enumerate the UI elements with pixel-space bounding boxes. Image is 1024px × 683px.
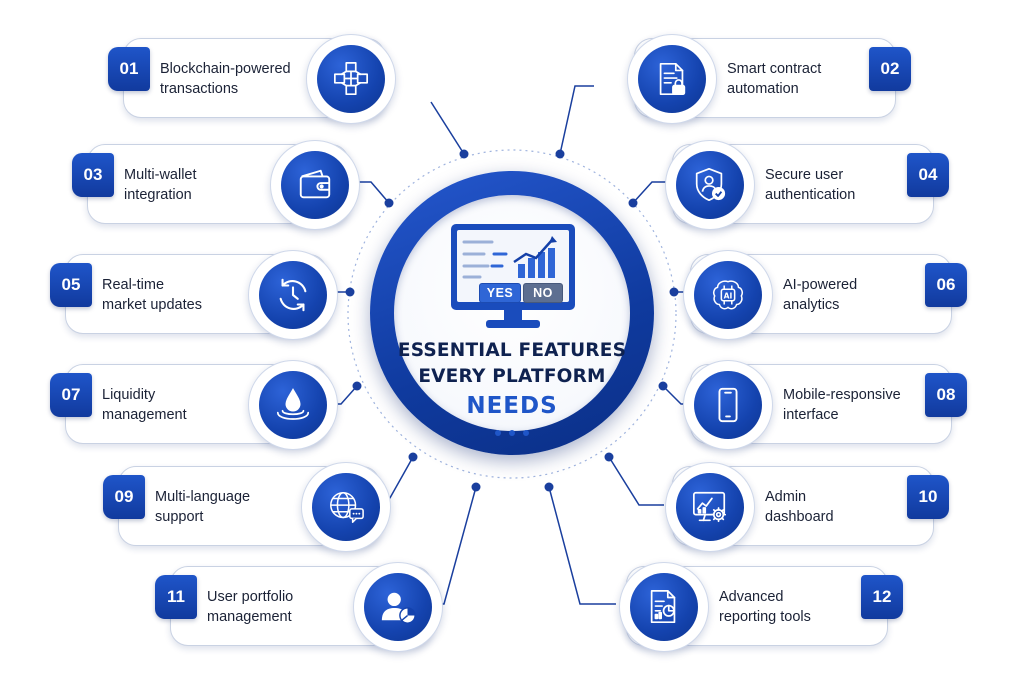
feature-icon-circle xyxy=(270,140,360,230)
connector-dot-07 xyxy=(352,381,362,391)
feature-number: 12 xyxy=(861,575,903,619)
connector-dot-06 xyxy=(669,287,679,297)
feature-icon-circle xyxy=(627,34,717,124)
feature-number: 10 xyxy=(907,475,949,519)
feature-icon-circle xyxy=(665,140,755,230)
decorative-dot xyxy=(495,430,501,436)
no-button[interactable]: NO xyxy=(523,283,563,303)
decorative-dot xyxy=(509,430,515,436)
connector-dot-02 xyxy=(555,149,565,159)
connector-dot-03 xyxy=(384,198,394,208)
monitor-icon xyxy=(451,224,575,328)
feature-icon-circle xyxy=(665,462,755,552)
feature-icon-circle xyxy=(248,250,338,340)
feature-number: 01 xyxy=(108,47,150,91)
droplet-icon xyxy=(259,371,327,439)
connector-02 xyxy=(559,85,594,155)
connector-dot-01 xyxy=(459,149,469,159)
feature-icon-circle xyxy=(353,562,443,652)
connector-dot-12 xyxy=(544,482,554,492)
feature-number: 03 xyxy=(72,153,114,197)
hub-title-line-3: NEEDS xyxy=(466,393,558,419)
feature-number: 02 xyxy=(869,47,911,91)
globe-chat-icon xyxy=(312,473,380,541)
feature-number: 06 xyxy=(925,263,967,307)
feature-number: 07 xyxy=(50,373,92,417)
blockchain-icon xyxy=(317,45,385,113)
report-document-icon xyxy=(630,573,698,641)
user-chart-icon xyxy=(364,573,432,641)
dotted-orbit xyxy=(347,149,677,479)
feature-number: 08 xyxy=(925,373,967,417)
connector-10 xyxy=(608,456,664,506)
feature-number: 11 xyxy=(155,575,197,619)
feature-icon-circle: AI xyxy=(683,250,773,340)
ai-brain-icon: AI xyxy=(694,261,762,329)
mobile-phone-icon xyxy=(694,371,762,439)
connector-dot-05 xyxy=(345,287,355,297)
connector-dot-08 xyxy=(658,381,668,391)
connector-dot-10 xyxy=(604,452,614,462)
clock-refresh-icon xyxy=(259,261,327,329)
feature-icon-circle xyxy=(683,360,773,450)
hub-title-line-1: ESSENTIAL FEATURES xyxy=(397,340,627,361)
feature-icon-circle xyxy=(619,562,709,652)
feature-icon-circle xyxy=(306,34,396,124)
dashboard-gear-icon xyxy=(676,473,744,541)
connector-12 xyxy=(548,486,616,605)
contract-lock-icon xyxy=(638,45,706,113)
svg-text:AI: AI xyxy=(724,291,733,300)
feature-number: 05 xyxy=(50,263,92,307)
feature-number: 04 xyxy=(907,153,949,197)
yes-button[interactable]: YES xyxy=(479,283,521,303)
connector-dot-04 xyxy=(628,198,638,208)
connector-dot-09 xyxy=(408,452,418,462)
shield-user-icon xyxy=(676,151,744,219)
decorative-dot xyxy=(523,430,529,436)
feature-number: 09 xyxy=(103,475,145,519)
feature-icon-circle xyxy=(301,462,391,552)
connector-dot-11 xyxy=(471,482,481,492)
feature-icon-circle xyxy=(248,360,338,450)
hub-title-line-2: EVERY PLATFORM xyxy=(418,366,606,387)
wallet-icon xyxy=(281,151,349,219)
connector-01 xyxy=(430,101,465,155)
